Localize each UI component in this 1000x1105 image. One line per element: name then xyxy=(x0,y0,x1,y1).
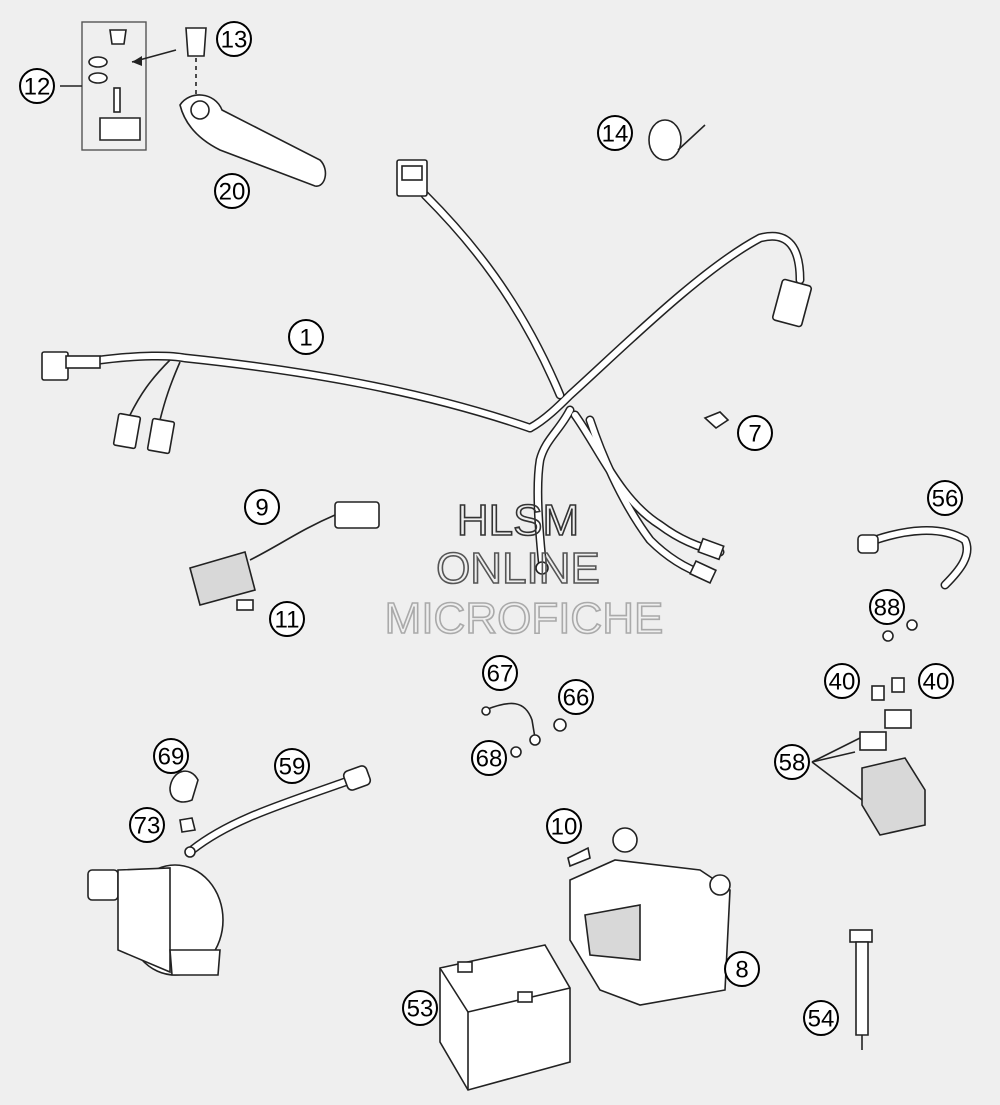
callout-69: 69 xyxy=(153,738,189,774)
battery-box xyxy=(567,827,731,1006)
callout-58: 58 xyxy=(774,744,810,780)
watermark-line-2: ONLINE xyxy=(436,544,600,593)
callout-88: 88 xyxy=(869,589,905,625)
svg-text:68: 68 xyxy=(476,746,503,773)
callout-73: 73 xyxy=(129,807,165,843)
callout-67: 67 xyxy=(482,655,518,691)
screw-88 xyxy=(882,630,894,642)
svg-text:14: 14 xyxy=(602,121,629,148)
svg-text:53: 53 xyxy=(407,996,434,1023)
svg-text:40: 40 xyxy=(829,669,856,696)
ground-lead-67 xyxy=(481,702,567,758)
svg-text:73: 73 xyxy=(134,813,161,840)
svg-text:67: 67 xyxy=(487,661,514,688)
watermark-line-3: MICROFICHE xyxy=(385,594,664,643)
callout-8: 8 xyxy=(724,951,760,987)
starter-motor xyxy=(87,864,224,976)
screw-kit-12 xyxy=(60,21,177,151)
callout-66: 66 xyxy=(558,679,594,715)
watermark-line-1: HLSM xyxy=(457,496,579,545)
callout-13: 13 xyxy=(216,21,252,57)
svg-text:56: 56 xyxy=(932,486,959,513)
svg-text:54: 54 xyxy=(808,1006,835,1033)
svg-text:11: 11 xyxy=(275,607,300,634)
svg-text:58: 58 xyxy=(779,750,806,777)
svg-text:12: 12 xyxy=(24,74,51,101)
svg-text:66: 66 xyxy=(563,685,590,712)
switch-lever xyxy=(179,27,327,187)
voltage-regulator xyxy=(189,501,380,611)
callout-7: 7 xyxy=(737,415,773,451)
ground-cable-56 xyxy=(857,526,972,590)
starter-relay xyxy=(811,709,926,836)
callout-53: 53 xyxy=(402,990,438,1026)
fuse-puller xyxy=(849,929,873,1050)
svg-text:59: 59 xyxy=(279,754,306,781)
callout-59: 59 xyxy=(274,748,310,784)
svg-text:20: 20 xyxy=(219,179,246,206)
callout-10: 10 xyxy=(546,808,582,844)
svg-text:13: 13 xyxy=(221,27,248,54)
svg-text:1: 1 xyxy=(299,325,312,352)
callout-1: 1 xyxy=(288,319,324,355)
starter-cable xyxy=(169,765,372,858)
battery xyxy=(439,944,571,1091)
clip xyxy=(703,411,730,430)
callout-68: 68 xyxy=(471,740,507,776)
svg-text:88: 88 xyxy=(874,595,901,622)
fuse xyxy=(891,677,905,693)
callout-40b: 40 xyxy=(918,663,954,699)
callout-11: 11 xyxy=(269,601,305,637)
svg-text:10: 10 xyxy=(551,814,578,841)
callout-40a: 40 xyxy=(824,663,860,699)
callout-14: 14 xyxy=(597,115,633,151)
callout-56: 56 xyxy=(927,480,963,516)
fuse xyxy=(871,685,885,701)
cable-tie xyxy=(648,119,706,161)
svg-text:9: 9 xyxy=(255,495,268,522)
callout-54: 54 xyxy=(803,1000,839,1036)
callout-12: 12 xyxy=(19,68,55,104)
svg-text:8: 8 xyxy=(735,957,748,984)
screw-88 xyxy=(906,619,918,631)
svg-text:69: 69 xyxy=(158,744,185,771)
svg-text:40: 40 xyxy=(923,669,950,696)
svg-text:7: 7 xyxy=(748,421,761,448)
callout-9: 9 xyxy=(244,489,280,525)
watermark: HLSM ONLINE MICROFICHE xyxy=(384,495,664,644)
wiring-harness xyxy=(41,159,813,585)
callout-20: 20 xyxy=(214,173,250,209)
